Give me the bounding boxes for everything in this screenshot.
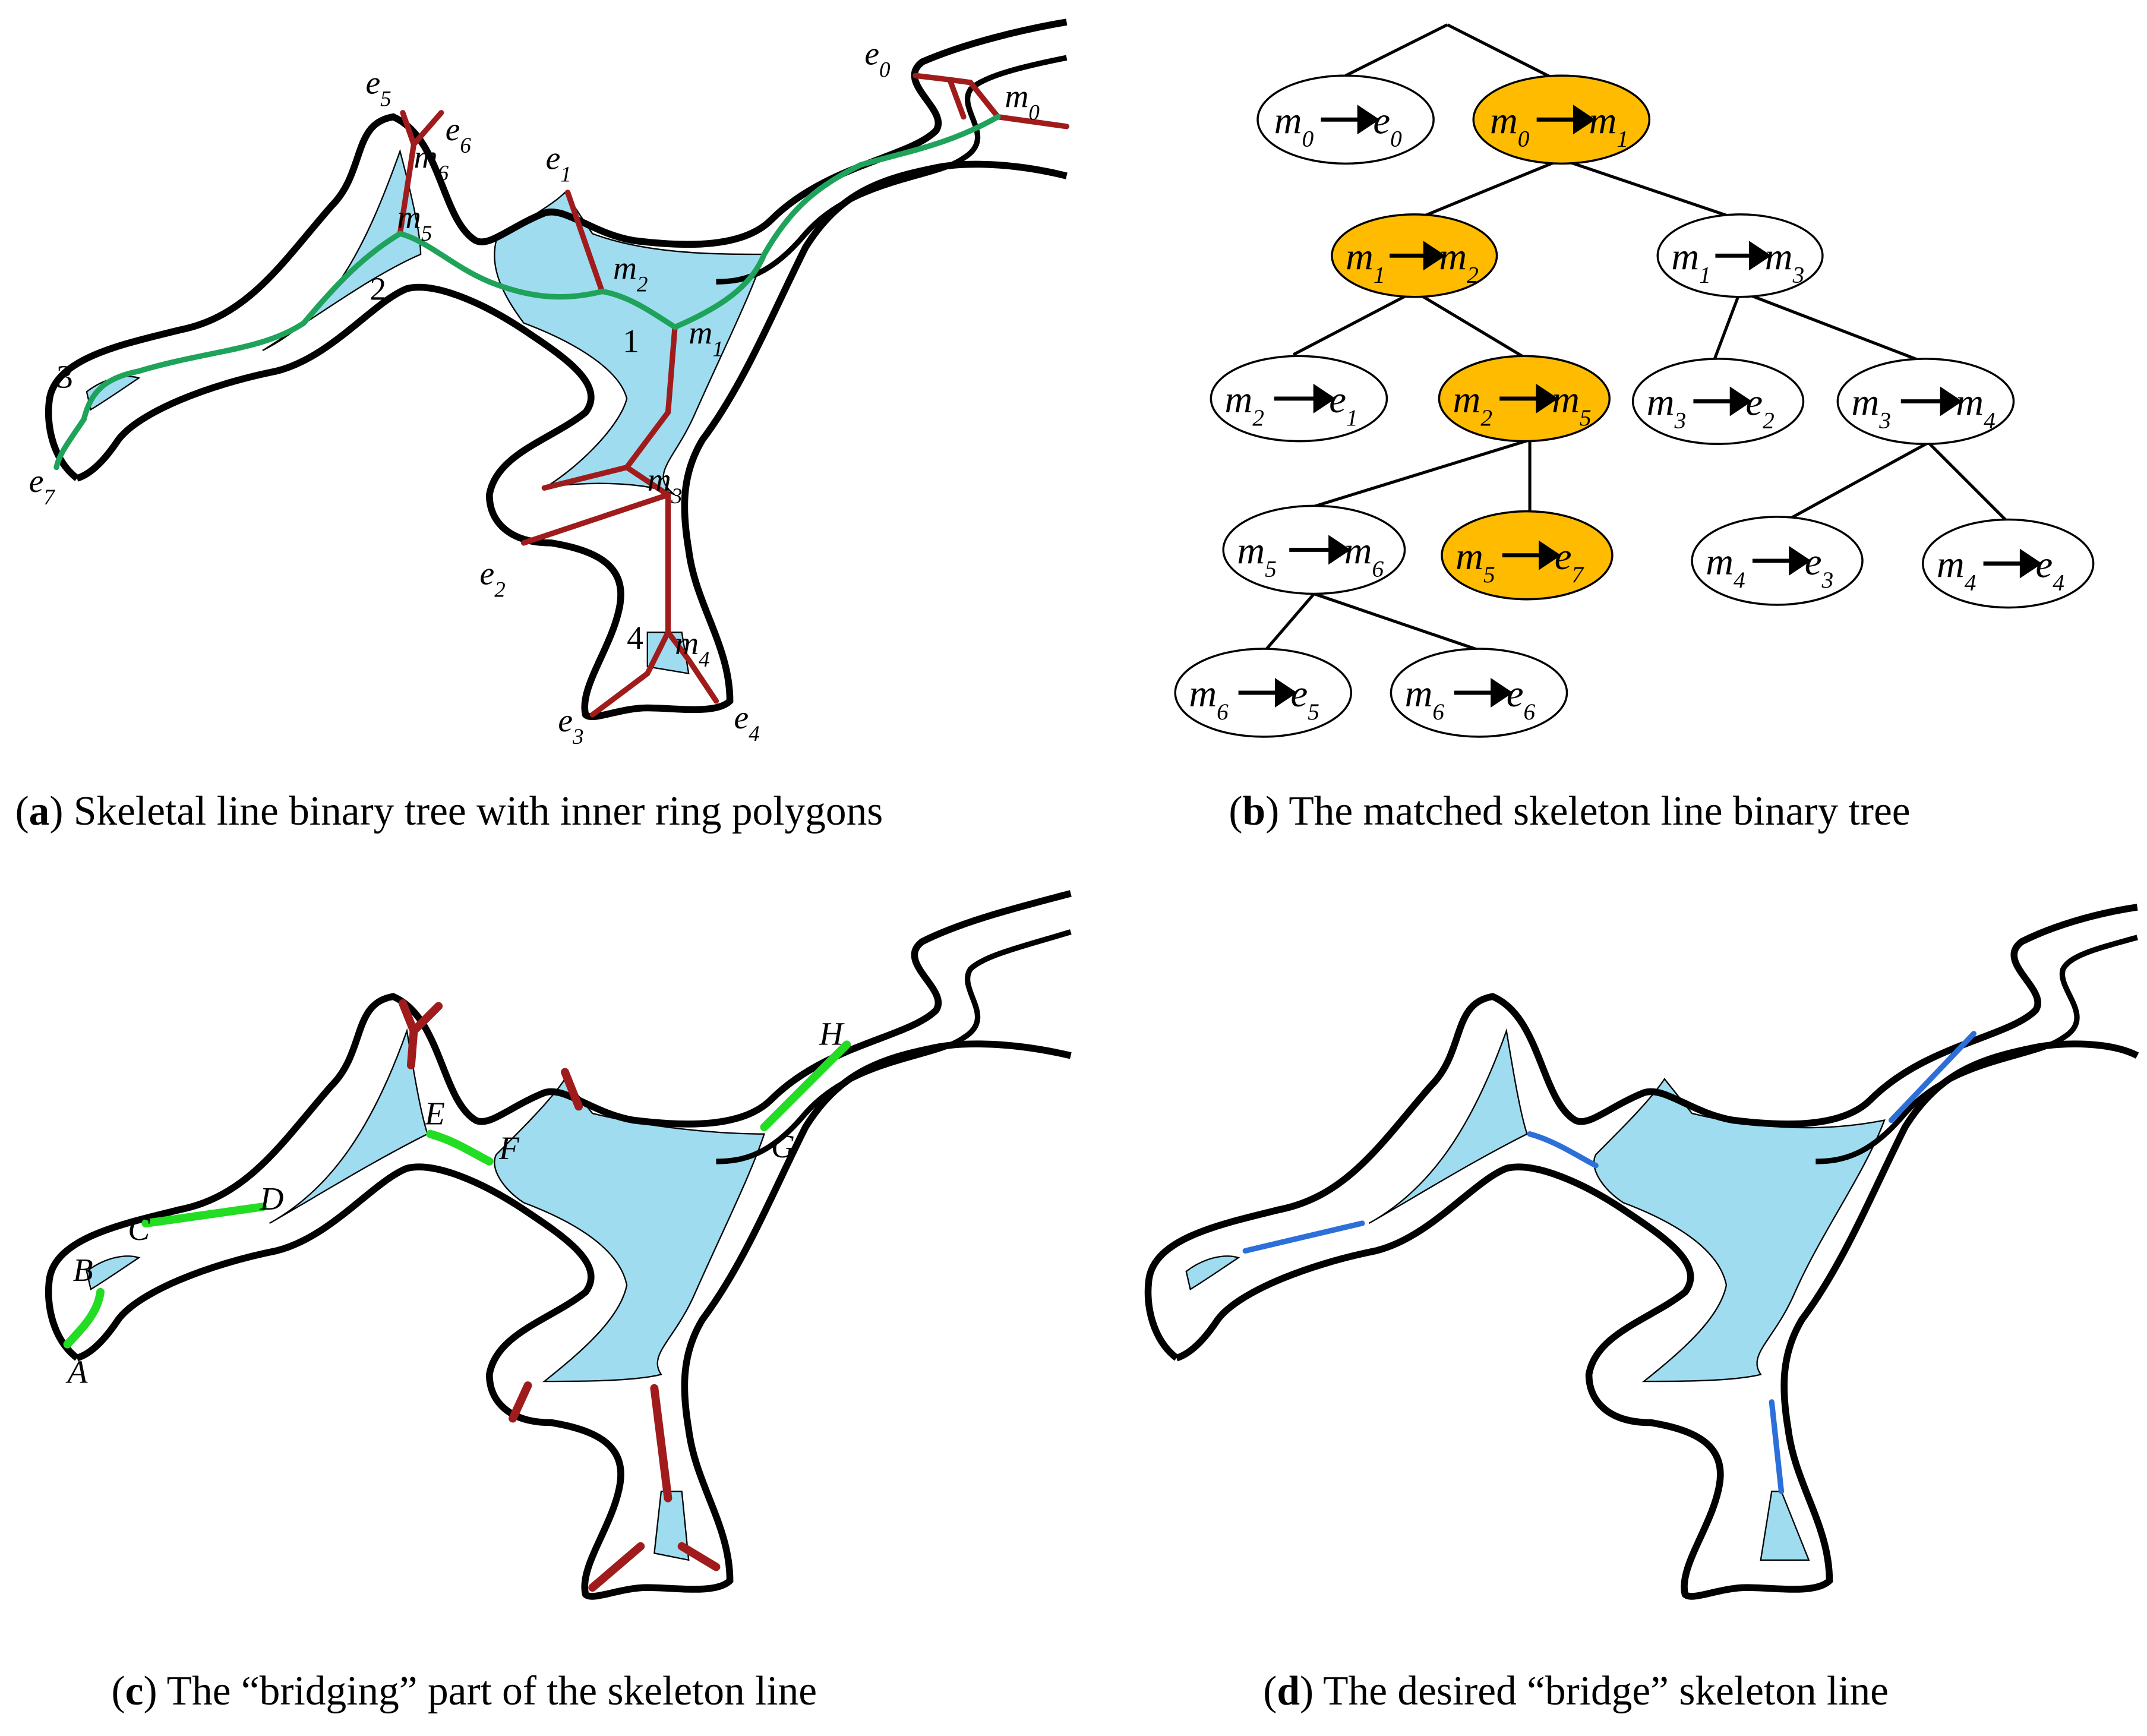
panel-d: (d) The desired “bridge” skeleton line — [1144, 904, 2139, 1714]
point-label-e: E — [424, 1096, 445, 1132]
svg-text:m4: m4 — [1956, 381, 1995, 434]
point-label-e7: e7 — [29, 463, 56, 510]
svg-text:m4: m4 — [1706, 541, 1745, 593]
svg-text:m3: m3 — [1851, 381, 1890, 434]
boundary-upper-outer — [45, 890, 1072, 1361]
caption-c: (c) The “bridging” part of the skeleton … — [112, 1668, 817, 1714]
svg-text:m5: m5 — [1237, 530, 1276, 582]
svg-text:m6: m6 — [1189, 673, 1229, 725]
inner-ring-polygon-2 — [262, 149, 422, 351]
water-fill-left — [1368, 1028, 1528, 1224]
svg-text:m3: m3 — [1765, 235, 1804, 288]
point-label-m3: m3 — [648, 462, 683, 509]
boundary-upper-outer — [1144, 904, 2138, 1361]
bridge-point-labels: A B C D E F G H — [65, 1016, 845, 1390]
inner-ring-polygon-1 — [494, 191, 766, 495]
panel-c: A B C D E F G H (c) The “bridging” part … — [45, 890, 1072, 1714]
water-fill-tip — [86, 1255, 141, 1290]
svg-text:m1: m1 — [1589, 99, 1628, 151]
point-label-e2: e2 — [480, 555, 506, 602]
tree-node-arrows — [1238, 105, 2042, 708]
bridge-blue-lines — [1242, 1031, 1976, 1494]
region-label-1: 1 — [623, 323, 639, 359]
svg-text:m5: m5 — [1552, 378, 1591, 431]
boundary-upper-inner — [716, 55, 1068, 285]
region-label-3: 3 — [56, 359, 73, 395]
svg-text:m0: m0 — [1490, 99, 1530, 151]
point-label-m0: m0 — [1005, 78, 1040, 125]
point-label-g: G — [771, 1129, 795, 1165]
point-label-e5: e5 — [366, 65, 391, 111]
svg-text:m4: m4 — [1937, 544, 1976, 596]
boundary-upper-outer — [45, 18, 1068, 481]
skeleton-red-stubs — [399, 999, 721, 1592]
svg-text:m2: m2 — [1439, 235, 1478, 288]
boundary-lower-outer — [75, 1040, 1072, 1600]
tree-node: m3 e2 — [1631, 358, 1805, 446]
bridge-green-segments — [63, 1040, 851, 1349]
point-label-e1: e1 — [546, 141, 572, 187]
panel-a: 1 2 3 4 e0 m0 e1 m1 m2 e2 m3 e3 m4 e4 e5… — [15, 18, 1070, 834]
point-label-a: A — [65, 1354, 88, 1390]
point-label-f: F — [498, 1130, 520, 1166]
point-label-e3: e3 — [558, 703, 583, 749]
svg-text:m5: m5 — [1455, 535, 1495, 588]
skeleton-red-lines — [397, 72, 1070, 718]
tree-edges — [1262, 23, 2010, 654]
point-label-c: C — [128, 1211, 150, 1248]
svg-text:m1: m1 — [1346, 235, 1385, 288]
point-label-b: B — [73, 1252, 93, 1289]
point-label-h: H — [819, 1016, 845, 1052]
point-label-d: D — [259, 1181, 283, 1217]
panel-b: m0 e0 m0 m1 m1 m2 m1 m3 m2 e1 — [1174, 23, 2095, 834]
svg-text:m0: m0 — [1274, 99, 1314, 151]
svg-text:m1: m1 — [1671, 235, 1710, 288]
point-label-e6: e6 — [446, 112, 472, 158]
point-label-m4: m4 — [675, 626, 710, 672]
water-fill-left — [269, 1028, 429, 1224]
point-label-m6: m6 — [414, 139, 449, 185]
skeleton-green-lines — [53, 114, 1001, 471]
point-label-e0: e0 — [864, 36, 891, 83]
svg-text:m6: m6 — [1344, 530, 1384, 582]
point-label-m2: m2 — [613, 251, 648, 296]
caption-d: (d) The desired “bridge” skeleton line — [1263, 1668, 1889, 1714]
svg-text:m3: m3 — [1647, 381, 1686, 434]
boundary-upper-inner — [716, 929, 1072, 1164]
point-label-m5: m5 — [397, 200, 432, 246]
boundary-lower-outer — [75, 160, 1068, 721]
svg-text:m2: m2 — [1224, 378, 1264, 431]
svg-text:m2: m2 — [1453, 378, 1492, 431]
boundary-lower-outer — [1175, 1040, 2139, 1600]
water-fill-bottom — [1760, 1491, 1810, 1561]
point-label-e4: e4 — [734, 700, 760, 746]
region-label-2: 2 — [370, 271, 386, 307]
point-label-m1: m1 — [689, 315, 724, 361]
tree-nodes: m0 e0 m0 m1 m1 m2 m1 m3 m2 e1 — [1174, 74, 2095, 738]
water-fill-tip — [1185, 1255, 1240, 1290]
region-label-4: 4 — [627, 620, 643, 656]
caption-a: (a) Skeletal line binary tree with inner… — [15, 788, 883, 834]
caption-b: (b) The matched skeleton line binary tre… — [1229, 788, 1910, 834]
svg-text:m6: m6 — [1405, 673, 1445, 725]
